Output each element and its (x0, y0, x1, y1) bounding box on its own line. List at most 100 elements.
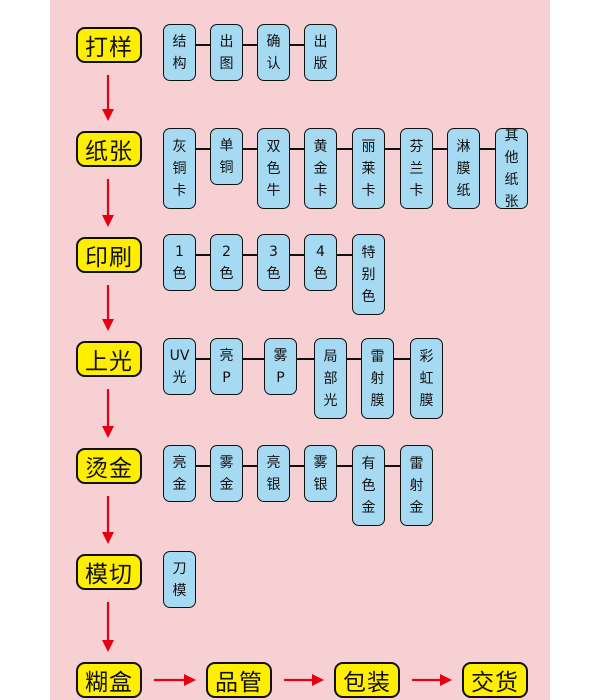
option-connector (394, 358, 410, 360)
option-char: 丽 (361, 138, 376, 155)
down-arrow-head (102, 426, 114, 438)
option-char: 单 (219, 137, 234, 154)
option-box: UV 光 (163, 338, 196, 395)
option-char: 1 (175, 243, 184, 260)
option-char: 牛 (266, 182, 281, 199)
option-char: 局 (323, 348, 338, 365)
option-connector (480, 148, 495, 150)
final-stage-box: 品管 (206, 662, 272, 698)
final-stage-box: 包装 (334, 662, 400, 698)
option-connector (196, 148, 210, 150)
stage-box: 模切 (76, 554, 142, 590)
option-char: 色 (172, 265, 187, 282)
option-char: 出 (219, 33, 234, 50)
option-char: 光 (172, 369, 187, 386)
stage-box: 印刷 (76, 237, 142, 273)
option-char: 模 (172, 582, 187, 599)
option-char: 芬 (409, 138, 424, 155)
option-char: 射 (370, 370, 385, 387)
option-char: 他 (504, 149, 519, 166)
option-box: 丽莱卡 (352, 128, 385, 209)
down-arrow-head (102, 532, 114, 544)
final-stage-box: 糊盒 (76, 662, 142, 698)
option-char: 莱 (361, 160, 376, 177)
option-char: 膜 (419, 392, 434, 409)
option-char: 4 (316, 243, 325, 260)
option-box: 局部光 (314, 338, 347, 419)
option-box: 刀模 (163, 551, 196, 608)
final-stage-box: 交货 (462, 662, 528, 698)
option-char: 特 (361, 244, 376, 261)
option-connector (290, 465, 304, 467)
option-connector (243, 44, 257, 46)
option-box: 灰铜卡 (163, 128, 196, 209)
option-char: 色 (266, 160, 281, 177)
option-char: 亮 (219, 347, 234, 364)
option-char: 雾 (313, 454, 328, 471)
option-connector (196, 465, 210, 467)
option-box: 亮金 (163, 445, 196, 502)
option-connector (433, 148, 447, 150)
option-char: 纸 (456, 182, 471, 199)
option-connector (243, 148, 257, 150)
option-char: 亮 (266, 454, 281, 471)
option-char: P (222, 369, 231, 386)
option-char: 卡 (313, 182, 328, 199)
option-connector (337, 254, 352, 256)
option-char: 卡 (172, 182, 187, 199)
stage-box: 烫金 (76, 448, 142, 484)
option-connector (196, 254, 210, 256)
option-connector (243, 465, 257, 467)
option-box: 亮银 (257, 445, 290, 502)
option-connector (337, 465, 352, 467)
option-char: P (276, 369, 285, 386)
option-char: 双 (266, 138, 281, 155)
option-char: 金 (313, 160, 328, 177)
option-char: 金 (172, 476, 187, 493)
option-connector (196, 44, 210, 46)
option-char: 膜 (456, 160, 471, 177)
option-char: 有 (361, 455, 376, 472)
option-connector (385, 148, 400, 150)
option-connector (337, 148, 352, 150)
option-box: 彩虹膜 (410, 338, 443, 419)
option-char: 色 (361, 477, 376, 494)
option-box: 特别色 (352, 234, 385, 315)
option-char: 兰 (409, 160, 424, 177)
option-connector (290, 148, 304, 150)
option-char: 雾 (219, 454, 234, 471)
option-char: 铜 (219, 159, 234, 176)
option-char: UV (169, 347, 190, 364)
option-connector (297, 358, 314, 360)
down-arrow-head (102, 215, 114, 227)
option-box: 雾银 (304, 445, 337, 502)
option-char: 虹 (419, 370, 434, 387)
option-connector (196, 358, 210, 360)
option-char: 金 (361, 499, 376, 516)
option-box: 黄金卡 (304, 128, 337, 209)
option-connector (347, 358, 361, 360)
stage-box: 打样 (76, 27, 142, 63)
option-connector (243, 254, 257, 256)
option-char: 雷 (409, 455, 424, 472)
option-box: 出图 (210, 24, 243, 81)
option-char: 雷 (370, 348, 385, 365)
option-char: 3 (269, 243, 278, 260)
option-char: 张 (504, 193, 519, 210)
option-char: 雾 (273, 347, 288, 364)
down-arrow-head (102, 109, 114, 121)
option-char: 确 (266, 33, 281, 50)
option-char: 光 (323, 392, 338, 409)
option-connector (290, 254, 304, 256)
option-char: 银 (313, 476, 328, 493)
option-box: 雾金 (210, 445, 243, 502)
option-box: 芬兰卡 (400, 128, 433, 209)
option-char: 金 (409, 499, 424, 516)
option-box: 有色金 (352, 445, 385, 526)
right-arrow-head (184, 674, 196, 686)
